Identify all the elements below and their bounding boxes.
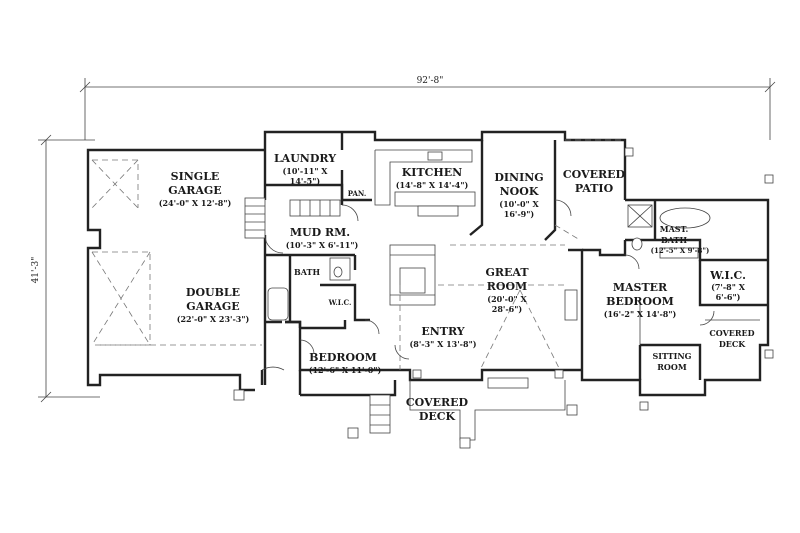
garage-walls bbox=[86, 148, 285, 392]
covered-patio-name-2: PATIO bbox=[575, 182, 614, 195]
great-room-name-2: ROOM bbox=[487, 280, 527, 293]
laundry-size-2: 14'-5") bbox=[290, 176, 321, 186]
double-garage-name-1: DOUBLE bbox=[186, 286, 240, 299]
laundry-name: LAUNDRY bbox=[274, 152, 336, 165]
kitchen-name: KITCHEN bbox=[402, 166, 462, 179]
room-bath: BATH bbox=[294, 267, 320, 277]
dining-nook-name-2: NOOK bbox=[500, 185, 539, 198]
double-garage-name-2: GARAGE bbox=[186, 300, 239, 313]
single-garage-size: (24'-0" X 12'-8") bbox=[159, 198, 232, 208]
mast-bath-name-1: MAST. bbox=[660, 224, 689, 234]
dining-nook-size-2: 16'-9") bbox=[504, 209, 535, 219]
depth-dimension: 41'-3" bbox=[31, 134, 100, 403]
master-wic-name: W.I.C. bbox=[709, 269, 746, 282]
entry-name: ENTRY bbox=[421, 325, 464, 338]
room-master-wic: W.I.C. (7'-8" X 6'-6") bbox=[709, 269, 746, 302]
room-great-room: GREAT ROOM (20'-0" X 28'-6") bbox=[485, 266, 529, 314]
house-walls bbox=[263, 130, 770, 397]
great-room-size-2: 28'-6") bbox=[492, 304, 523, 314]
mast-bath-size: (12'-5" X 9'-8") bbox=[651, 246, 710, 255]
room-mast-bath: MAST. BATH (12'-5" X 9'-8") bbox=[651, 224, 710, 255]
sitting-room-name-2: ROOM bbox=[657, 362, 687, 372]
dining-nook-size-1: (10'-0" X bbox=[499, 199, 539, 209]
room-mud-room: MUD RM. (10'-3" X 6'-11") bbox=[286, 226, 359, 250]
room-covered-patio: COVERED PATIO bbox=[563, 168, 626, 195]
room-dining-nook: DINING NOOK (10'-0" X 16'-9") bbox=[494, 171, 543, 219]
master-wic-size-2: 6'-6") bbox=[716, 292, 741, 302]
great-room-size-1: (20'-0" X bbox=[487, 294, 527, 304]
kitchen-size: (14'-8" X 14'-4") bbox=[396, 180, 469, 190]
depth-label: 41'-3" bbox=[31, 257, 41, 284]
laundry-size-1: (10'-11" X bbox=[283, 166, 329, 176]
wic-name: W.I.C. bbox=[328, 298, 352, 307]
room-kitchen: KITCHEN (14'-8" X 14'-4") bbox=[396, 166, 469, 190]
master-bedroom-name-2: BEDROOM bbox=[606, 295, 674, 308]
room-bedroom: BEDROOM (12'-6" X 11'-0") bbox=[309, 351, 382, 375]
bath-fixtures bbox=[267, 204, 711, 321]
covered-deck-rear-name-2: DECK bbox=[719, 339, 746, 349]
covered-deck-rear-name-1: COVERED bbox=[709, 328, 754, 338]
covered-patio-name-1: COVERED bbox=[563, 168, 626, 181]
room-laundry: LAUNDRY (10'-11" X 14'-5") bbox=[274, 152, 336, 186]
width-label: 92'-8" bbox=[417, 76, 444, 86]
room-covered-deck: COVERED DECK bbox=[406, 396, 469, 423]
columns bbox=[233, 147, 774, 449]
covered-deck-name-2: DECK bbox=[419, 410, 456, 423]
room-entry: ENTRY (8'-3" X 13'-8") bbox=[409, 325, 476, 349]
bedroom-size: (12'-6" X 11'-0") bbox=[309, 365, 382, 375]
mud-room-name: MUD RM. bbox=[290, 226, 350, 239]
entry-size: (8'-3" X 13'-8") bbox=[409, 339, 476, 349]
room-double-garage: DOUBLE GARAGE (22'-0" X 23'-3") bbox=[177, 286, 250, 324]
double-garage-size: (22'-0" X 23'-3") bbox=[177, 314, 250, 324]
bath-name: BATH bbox=[294, 267, 320, 277]
bedroom-name: BEDROOM bbox=[309, 351, 377, 364]
pantry-name: PAN. bbox=[348, 189, 367, 198]
single-garage-name-1: SINGLE bbox=[171, 170, 220, 183]
mast-bath-name-2: BATH bbox=[661, 235, 687, 245]
covered-deck-name-1: COVERED bbox=[406, 396, 469, 409]
width-dimension: 92'-8" bbox=[79, 76, 776, 140]
room-wic: W.I.C. bbox=[328, 298, 352, 307]
room-single-garage: SINGLE GARAGE (24'-0" X 12'-8") bbox=[159, 170, 232, 208]
room-pantry: PAN. bbox=[348, 189, 367, 198]
master-bedroom-name-1: MASTER bbox=[613, 281, 668, 294]
stairs bbox=[244, 197, 436, 434]
room-master-bedroom: MASTER BEDROOM (16'-2" X 14'-8") bbox=[604, 281, 677, 319]
mud-room-size: (10'-3" X 6'-11") bbox=[286, 240, 359, 250]
master-bedroom-size: (16'-2" X 14'-8") bbox=[604, 309, 677, 319]
door-swings bbox=[264, 199, 715, 360]
dining-nook-name-1: DINING bbox=[494, 171, 543, 184]
sitting-room-name-1: SITTING bbox=[652, 351, 691, 361]
kitchen-fixtures bbox=[374, 149, 476, 217]
master-wic-size-1: (7'-8" X bbox=[711, 282, 746, 292]
single-garage-name-2: GARAGE bbox=[168, 184, 221, 197]
great-room-name-1: GREAT bbox=[485, 266, 529, 279]
room-covered-deck-rear: COVERED DECK bbox=[709, 328, 754, 349]
room-sitting-room: SITTING ROOM bbox=[652, 351, 691, 372]
